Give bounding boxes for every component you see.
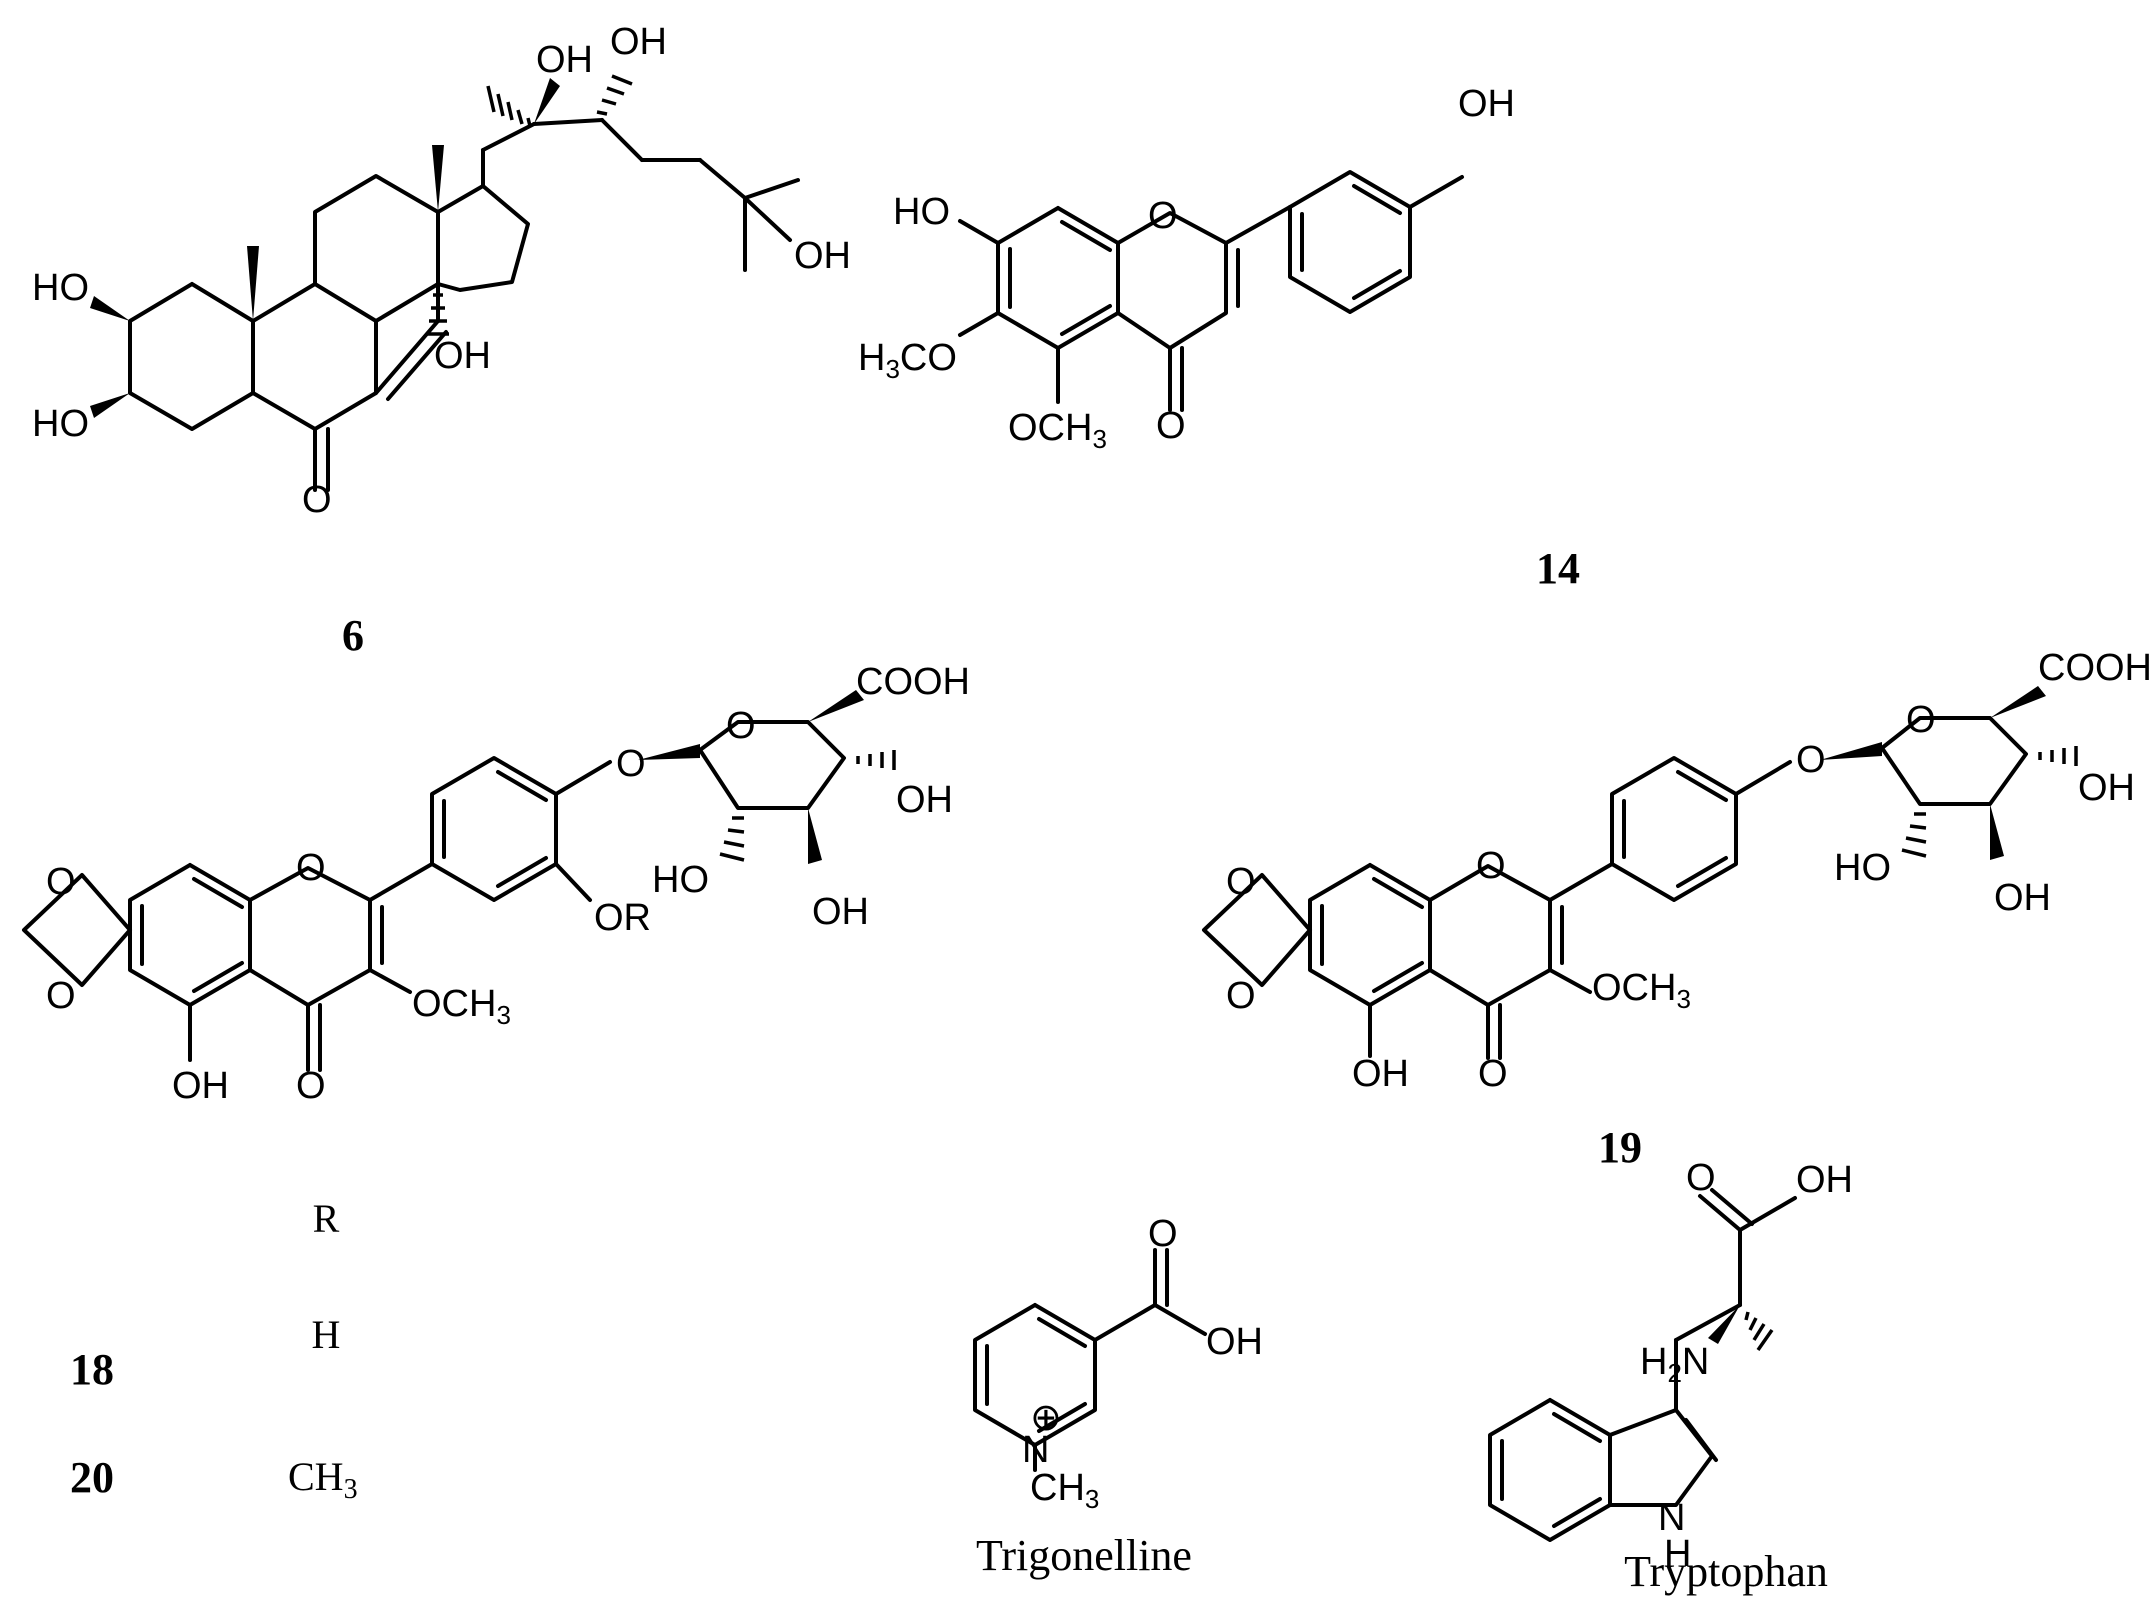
compound-14-number: 14 (1536, 544, 1580, 593)
c18-label-cooh: COOH (856, 661, 970, 703)
compound-18-20-structure: O O O O OH OCH3 OR O O COOH OH HO OH (22, 661, 970, 1107)
c6-label-22-oh: OH (610, 21, 667, 63)
trigonelline-name: Trigonelline (976, 1531, 1192, 1580)
c19-label-dioxole-o2: O (1226, 975, 1256, 1017)
c19-label-dioxole-o1: O (1226, 861, 1256, 903)
c19-label-cooh: COOH (2038, 647, 2152, 689)
c19-label-sugar-oh-2: OH (1994, 877, 2051, 919)
tryptophan-name: Tryptophan (1624, 1547, 1828, 1596)
compound-19-structure: O O O O OH OCH3 O O COOH OH HO OH (1202, 647, 2152, 1095)
trigonelline-label-ch3: CH3 (1030, 1467, 1099, 1514)
r-table-header: R (313, 1196, 340, 1241)
c14-label-ring-o: O (1148, 195, 1178, 237)
c18-label-dioxole-o2: O (46, 975, 76, 1017)
trigonelline-charge: ⊕ (1030, 1397, 1062, 1439)
c19-label-ring-o: O (1476, 845, 1506, 887)
c19-label-5-oh: OH (1352, 1053, 1409, 1095)
tryptophan-label-nh-h: H (1664, 1533, 1691, 1575)
tryptophan-label-o: O (1686, 1157, 1716, 1199)
compound-14-structure: O O OH HO H3CO OCH3 (858, 83, 1515, 454)
c6-label-2-ho: HO (32, 267, 89, 309)
trigonelline-label-n: N (1022, 1429, 1049, 1471)
c18-label-sugar-oh-2: OH (812, 891, 869, 933)
c18-label-5-oh: OH (172, 1065, 229, 1107)
trigonelline-label-oh: OH (1206, 1321, 1263, 1363)
c14-label-4p-oh: OH (1458, 83, 1515, 125)
c19-label-sugar-ring-o: O (1906, 699, 1936, 741)
c14-label-4-oxo: O (1156, 405, 1186, 447)
c6-label-14-oh: OH (434, 335, 491, 377)
c6-label-25-oh: OH (794, 235, 851, 277)
c18-label-or: OR (594, 897, 651, 939)
tryptophan-label-nh-n: N (1658, 1497, 1685, 1539)
c19-label-sugar-ho: HO (1834, 847, 1891, 889)
c14-label-7-ho: HO (893, 191, 950, 233)
c18-label-sugar-ho: HO (652, 859, 709, 901)
r-table-row-20-r: CH3 (288, 1454, 358, 1505)
trigonelline-structure: O OH N ⊕ CH3 (973, 1213, 1263, 1514)
c19-label-sugar-oh-1: OH (2078, 767, 2135, 809)
tryptophan-structure: O OH H2N N H (1488, 1157, 1853, 1575)
c18-label-3-och3: OCH3 (412, 983, 511, 1030)
c18-label-4-oxo: O (296, 1065, 326, 1107)
c6-label-6-oxo: O (302, 479, 332, 521)
compound-20-number: 20 (70, 1453, 114, 1502)
compound-19-number: 19 (1598, 1123, 1642, 1172)
compound-18-number: 18 (70, 1345, 114, 1394)
c19-label-glycosidic-o: O (1796, 739, 1826, 781)
c14-label-5-och3: OCH3 (1008, 407, 1107, 454)
trigonelline-label-o: O (1148, 1213, 1178, 1255)
c18-label-sugar-oh-1: OH (896, 779, 953, 821)
tryptophan-label-oh: OH (1796, 1159, 1853, 1201)
c6-label-3-ho: HO (32, 403, 89, 445)
compound-6-structure: HO HO O OH OH OH OH (32, 21, 851, 521)
r-table-row-18-r: H (312, 1312, 341, 1357)
c14-label-6-h3co: H3CO (858, 337, 957, 384)
c19-label-4-oxo: O (1478, 1053, 1508, 1095)
c18-label-sugar-ring-o: O (726, 705, 756, 747)
c18-label-dioxole-o1: O (46, 861, 76, 903)
c18-label-ring-o: O (296, 847, 326, 889)
c18-label-glycosidic-o: O (616, 743, 646, 785)
compound-6-number: 6 (342, 611, 364, 660)
c6-label-20-oh: OH (536, 39, 593, 81)
c19-label-3-och3: OCH3 (1592, 967, 1691, 1014)
